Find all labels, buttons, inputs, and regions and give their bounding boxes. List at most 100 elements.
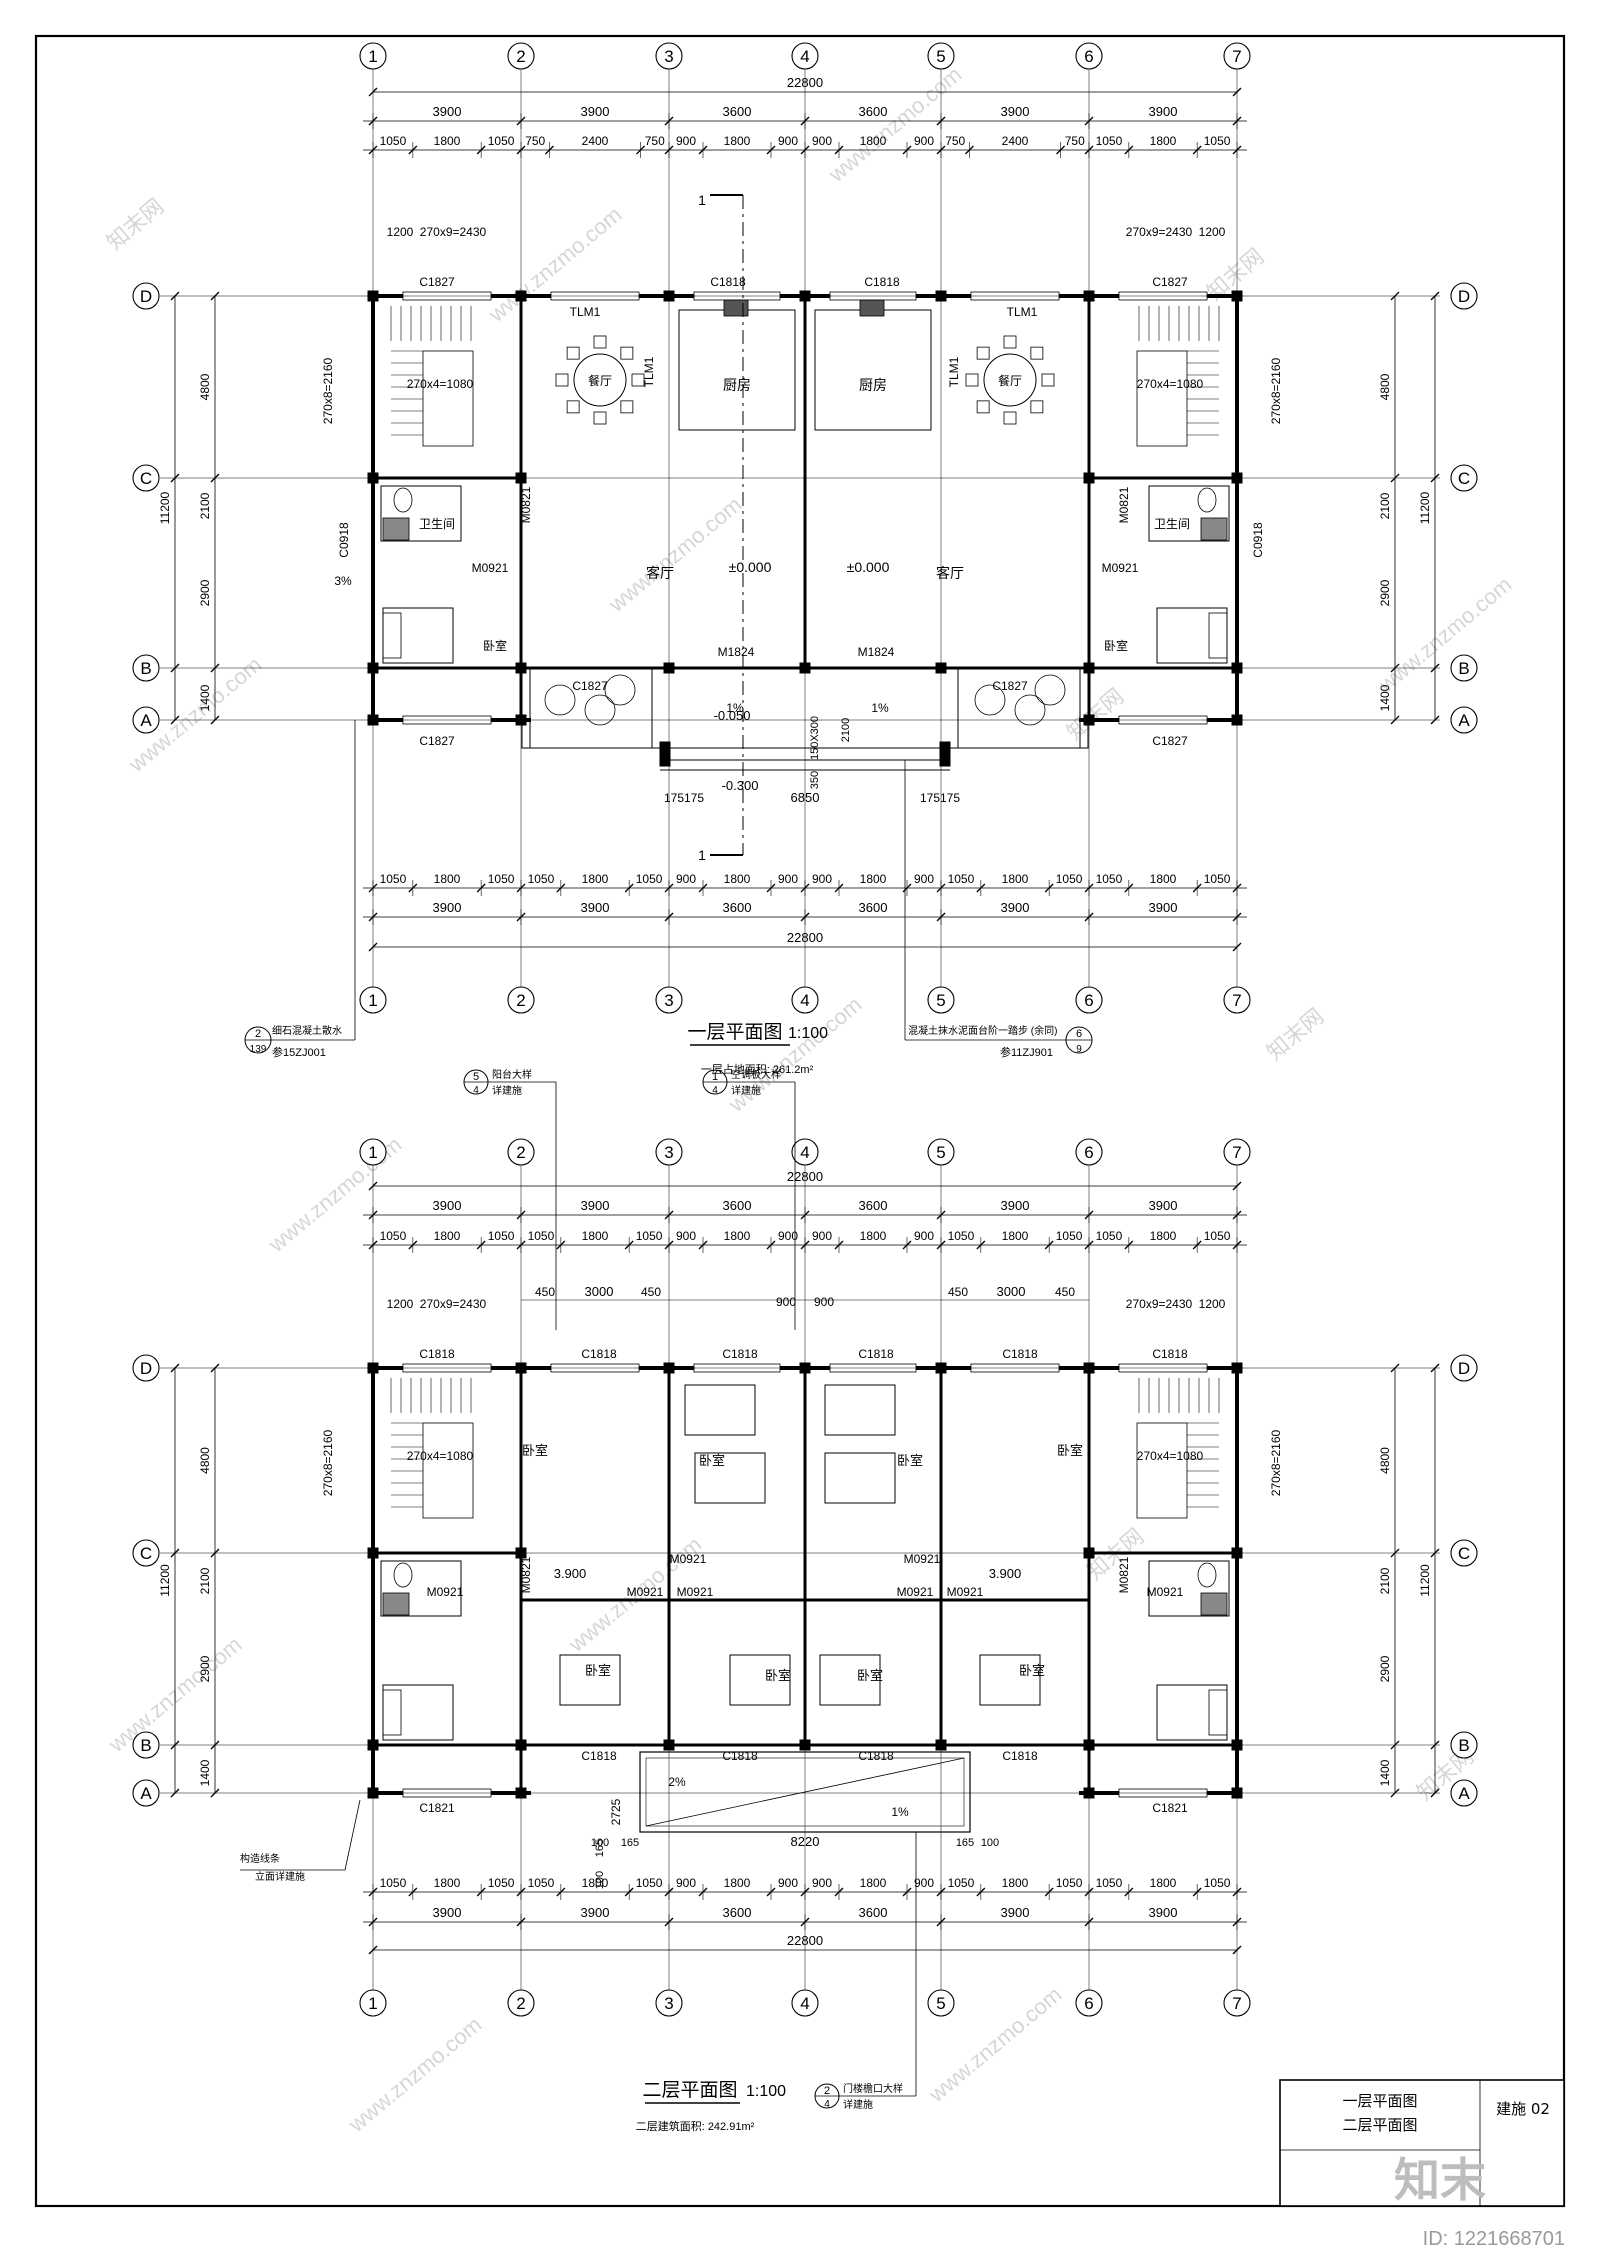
dining-chair (631, 373, 645, 387)
callout-index: 5 (473, 1071, 479, 1083)
axis-label: 4 (800, 1994, 809, 2013)
dimension-value: 3600 (859, 1905, 888, 1920)
dimension-value: 450 (1055, 1285, 1075, 1299)
axis-bubble-top (655, 1138, 683, 1166)
dim-tick (170, 473, 180, 483)
balcony-drain-line (645, 1757, 965, 1827)
watermark-text: www.znzmo.com (483, 202, 626, 328)
room-label-bedroom: 卧室 (1057, 1443, 1083, 1458)
window-label: C1818 (1152, 1347, 1188, 1361)
dining-chair (593, 411, 607, 425)
axis-bubble-top (791, 42, 819, 70)
callout-index: 1 (712, 1071, 718, 1083)
plan-scale: 1:100 (746, 2083, 786, 2100)
structural-column (367, 1547, 379, 1559)
watermark-text: 知末网 (1062, 683, 1129, 745)
room-label-bath: 卫生间 (419, 517, 455, 531)
dim-tick (1390, 473, 1400, 483)
front-dimension: 150X300 (809, 716, 821, 760)
axis-bubble-left (132, 1779, 160, 1807)
dim-tick (210, 473, 220, 483)
dim-tick (1232, 87, 1242, 97)
dining-chair (566, 400, 580, 414)
axis-bubble-bottom (927, 1989, 955, 2017)
dim-tick (210, 715, 220, 725)
dimension-value: 1800 (860, 134, 887, 148)
dimension-value: 3900 (1149, 900, 1178, 915)
detail-ref: 详建施 (731, 1084, 761, 1097)
axis-bubble-left (132, 1731, 160, 1759)
id-footer: ID: 1221668701 (1423, 2228, 1565, 2250)
height-dimension: 2900 (1378, 579, 1392, 606)
dim-tick (1430, 1788, 1440, 1798)
structural-column (935, 290, 947, 302)
dining-chair (1003, 411, 1017, 425)
axis-label: A (140, 711, 152, 730)
dimension-value: 1800 (434, 1229, 461, 1243)
window-label: C1827 (1152, 734, 1188, 748)
bed-pillow (382, 1689, 402, 1736)
bed (819, 1654, 881, 1706)
axis-label: 2 (516, 991, 525, 1010)
axis-label: 2 (516, 47, 525, 66)
dim-tick (1390, 291, 1400, 301)
dimension-value: 900 (914, 134, 934, 148)
axis-label: 3 (664, 1994, 673, 2013)
dim-tick (1232, 942, 1242, 952)
dimension-value: 3900 (1001, 1198, 1030, 1213)
dimension-value: 1050 (488, 1876, 515, 1890)
dimension-value: 3600 (859, 1198, 888, 1213)
axis-bubble-bottom (1223, 1989, 1251, 2017)
door-label: M0921 (670, 1552, 707, 1566)
dimension-value: 1800 (724, 1876, 751, 1890)
structural-column (1083, 472, 1095, 484)
axis-bubble-right (1450, 1354, 1478, 1382)
stair-vertical-dim: 270x8=2160 (321, 357, 335, 424)
dimension-value: 1050 (380, 134, 407, 148)
structural-column (367, 472, 379, 484)
dining-table (983, 353, 1037, 407)
axis-bubble-top (1075, 1138, 1103, 1166)
dining-chair (976, 346, 990, 360)
dimension-value: 1050 (1056, 1876, 1083, 1890)
height-dimension: 1400 (1378, 684, 1392, 711)
structural-column (799, 1362, 811, 1374)
balcony-dimension: 165 (956, 1837, 974, 1849)
stair-dimension: 1200 (1199, 225, 1226, 239)
dimension-value: 3900 (433, 104, 462, 119)
room-label-kitchen: 厨房 (723, 377, 751, 393)
dimension-value: 750 (645, 134, 665, 148)
dining-chair (976, 400, 990, 414)
window-label: C1818 (858, 1749, 894, 1763)
balcony-dimension: 165 (594, 1839, 606, 1857)
dimension-value: 1050 (488, 872, 515, 886)
height-dimension: 2100 (1378, 1567, 1392, 1594)
balcony-dimension: 100 (591, 1837, 609, 1849)
door-label: TLM1 (642, 356, 656, 387)
dimension-value: 3900 (1001, 104, 1030, 119)
door-label: M0921 (472, 561, 509, 575)
dim-tick (170, 1548, 180, 1558)
entry-column (659, 741, 671, 767)
dim-tick (1430, 1740, 1440, 1750)
callout-page: 4 (712, 1085, 718, 1096)
structural-column (367, 290, 379, 302)
shrub (1034, 674, 1066, 706)
dimension-value: 1800 (1150, 1229, 1177, 1243)
room-label-living: 客厅 (936, 565, 964, 581)
bed (1156, 1684, 1228, 1741)
dimension-value: 900 (676, 872, 696, 886)
detail-ref: 详建施 (843, 2098, 873, 2111)
shrub (584, 694, 616, 726)
structural-column (367, 714, 379, 726)
structural-column (1231, 1547, 1243, 1559)
sheet-number: 建施 02 (1496, 2100, 1550, 2118)
stair-dimension: 1200 (387, 225, 414, 239)
axis-label: C (140, 469, 152, 488)
dimension-value: 900 (914, 872, 934, 886)
dim-tick (210, 1788, 220, 1798)
structural-column (367, 662, 379, 674)
dim-tick (1390, 1548, 1400, 1558)
balcony-dimension: 100 (981, 1837, 999, 1849)
